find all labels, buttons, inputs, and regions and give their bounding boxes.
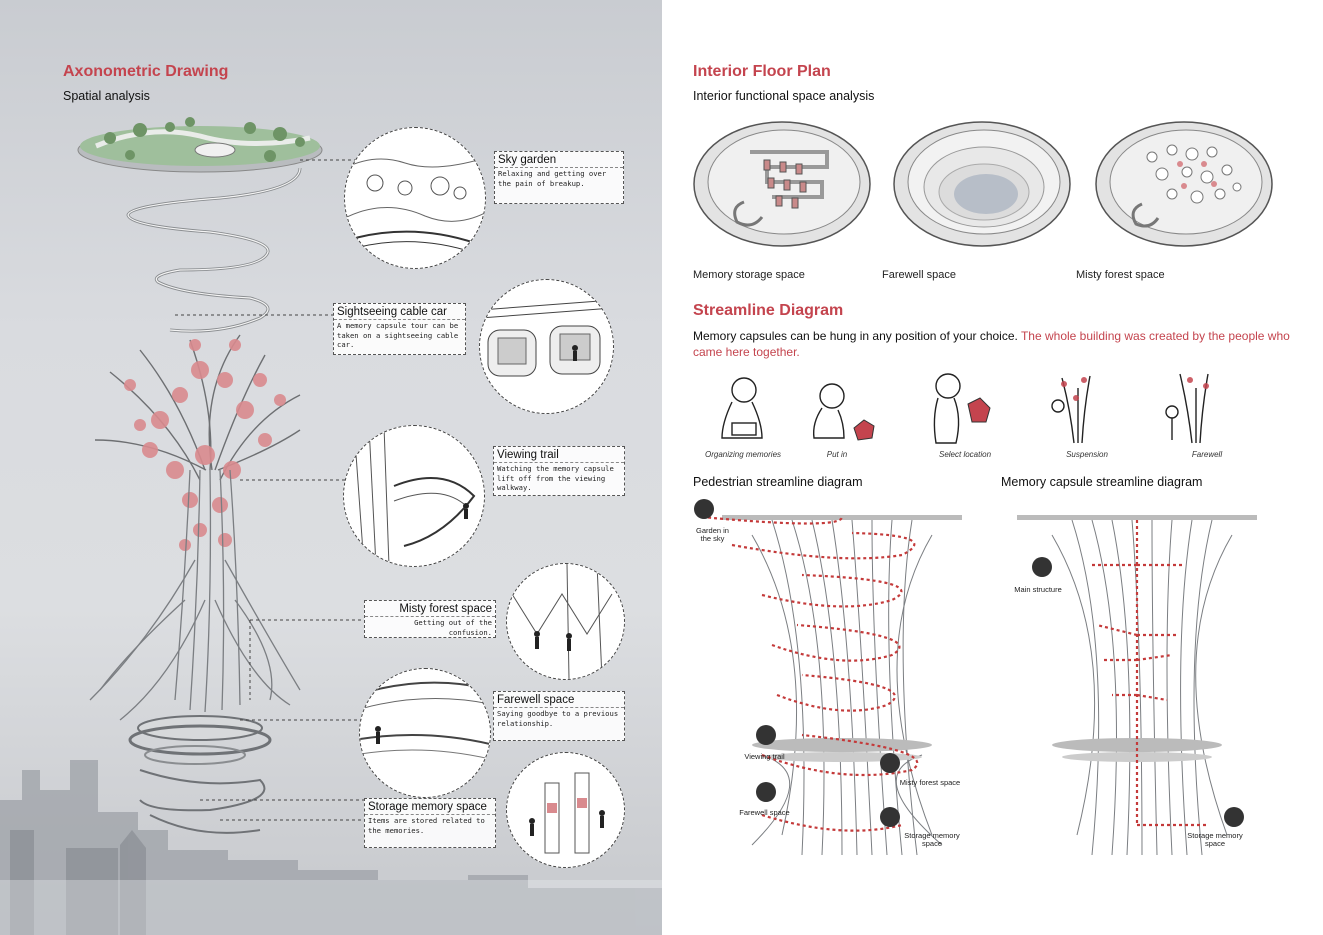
callout-desc: A memory capsule tour can be taken on a … xyxy=(334,319,465,352)
floor-plan-subtitle: Interior functional space analysis xyxy=(693,89,875,103)
analysis-panel: Interior Floor Plan Interior functional … xyxy=(662,0,1323,935)
cap-label-storage: Storage memory space xyxy=(1187,831,1243,848)
ped-label-viewing-trail: Viewing trail xyxy=(744,752,785,761)
streamline-title: Streamline Diagram xyxy=(693,302,844,319)
callout-desc: Relaxing and getting over the pain of br… xyxy=(495,167,623,190)
floor-plan-title: Interior Floor Plan xyxy=(693,63,831,80)
lens-viewing-trail xyxy=(343,425,485,567)
callout-desc: Watching the memory capsule lift off fro… xyxy=(494,462,624,495)
leader-lines xyxy=(175,159,365,821)
step-suspension: Suspension xyxy=(1066,450,1108,459)
plan-caption-misty-forest: Misty forest space xyxy=(1076,269,1165,281)
axonometric-subtitle: Spatial analysis xyxy=(63,89,150,103)
callout-cable-car: Sightseeing cable car A memory capsule t… xyxy=(333,303,466,355)
lens-farewell xyxy=(359,668,491,798)
plan-misty-forest xyxy=(1095,121,1273,247)
callout-title: Sightseeing cable car xyxy=(337,306,447,318)
callout-desc: Items are stored related to the memories… xyxy=(365,814,495,837)
ped-label-farewell: Farewell space xyxy=(739,808,790,817)
plan-memory-storage xyxy=(693,121,871,247)
ped-label-storage: Storage memory space xyxy=(904,831,960,848)
callout-sky-garden: Sky garden Relaxing and getting over the… xyxy=(494,151,624,204)
capsule-diagram xyxy=(1017,515,1257,856)
callout-farewell: Farewell space Saying goodbye to a previ… xyxy=(493,691,625,741)
callout-title: Misty forest space xyxy=(399,603,492,615)
cap-label-main-structure: Main structure xyxy=(1014,585,1062,594)
axonometric-title: Axonometric Drawing xyxy=(63,63,229,80)
callout-storage: Storage memory space Items are stored re… xyxy=(364,798,496,848)
callout-title: Storage memory space xyxy=(368,801,487,813)
plan-farewell xyxy=(893,121,1071,247)
plan-caption-memory-storage: Memory storage space xyxy=(693,269,805,281)
lens-cable-car xyxy=(479,279,614,414)
streamline-description: Memory capsules can be hung in any posit… xyxy=(693,328,1293,360)
step-put-in: Put in xyxy=(826,450,848,459)
callout-title: Sky garden xyxy=(498,154,557,166)
tower-illustration xyxy=(77,117,323,834)
capsule-diagram-title: Memory capsule streamline diagram xyxy=(1001,475,1203,489)
step-organizing-memories: Organizing memories xyxy=(704,450,782,459)
streamline-text-red: The whole building was created by the pe… xyxy=(693,329,1290,359)
lens-storage xyxy=(506,752,625,868)
lens-sky-garden xyxy=(344,127,486,269)
callout-title: Farewell space xyxy=(497,694,575,706)
pedestrian-diagram xyxy=(694,499,962,856)
floor-plans xyxy=(693,121,1273,247)
callout-desc: Getting out of the confusion. xyxy=(365,616,495,639)
city-skyline-backdrop xyxy=(0,760,662,935)
ped-label-garden: Garden in the sky xyxy=(696,526,729,543)
axonometric-panel: Axonometric Drawing Spatial analysis Sky… xyxy=(0,0,662,935)
callout-title: Viewing trail xyxy=(497,449,559,461)
process-steps xyxy=(721,373,1209,444)
step-select-location: Select location xyxy=(938,450,992,459)
ped-label-misty-forest: Misty forest space xyxy=(899,778,961,787)
callout-viewing-trail: Viewing trail Watching the memory capsul… xyxy=(493,446,625,496)
pedestrian-diagram-title: Pedestrian streamline diagram xyxy=(693,475,863,489)
callout-desc: Saying goodbye to a previous relationshi… xyxy=(494,707,624,730)
step-farewell: Farewell xyxy=(1191,450,1223,459)
lens-misty-forest xyxy=(506,563,625,680)
plan-caption-farewell: Farewell space xyxy=(882,269,956,281)
callout-misty-forest: Misty forest space Getting out of the co… xyxy=(364,600,496,638)
streamline-text-black: Memory capsules can be hung in any posit… xyxy=(693,329,1021,343)
